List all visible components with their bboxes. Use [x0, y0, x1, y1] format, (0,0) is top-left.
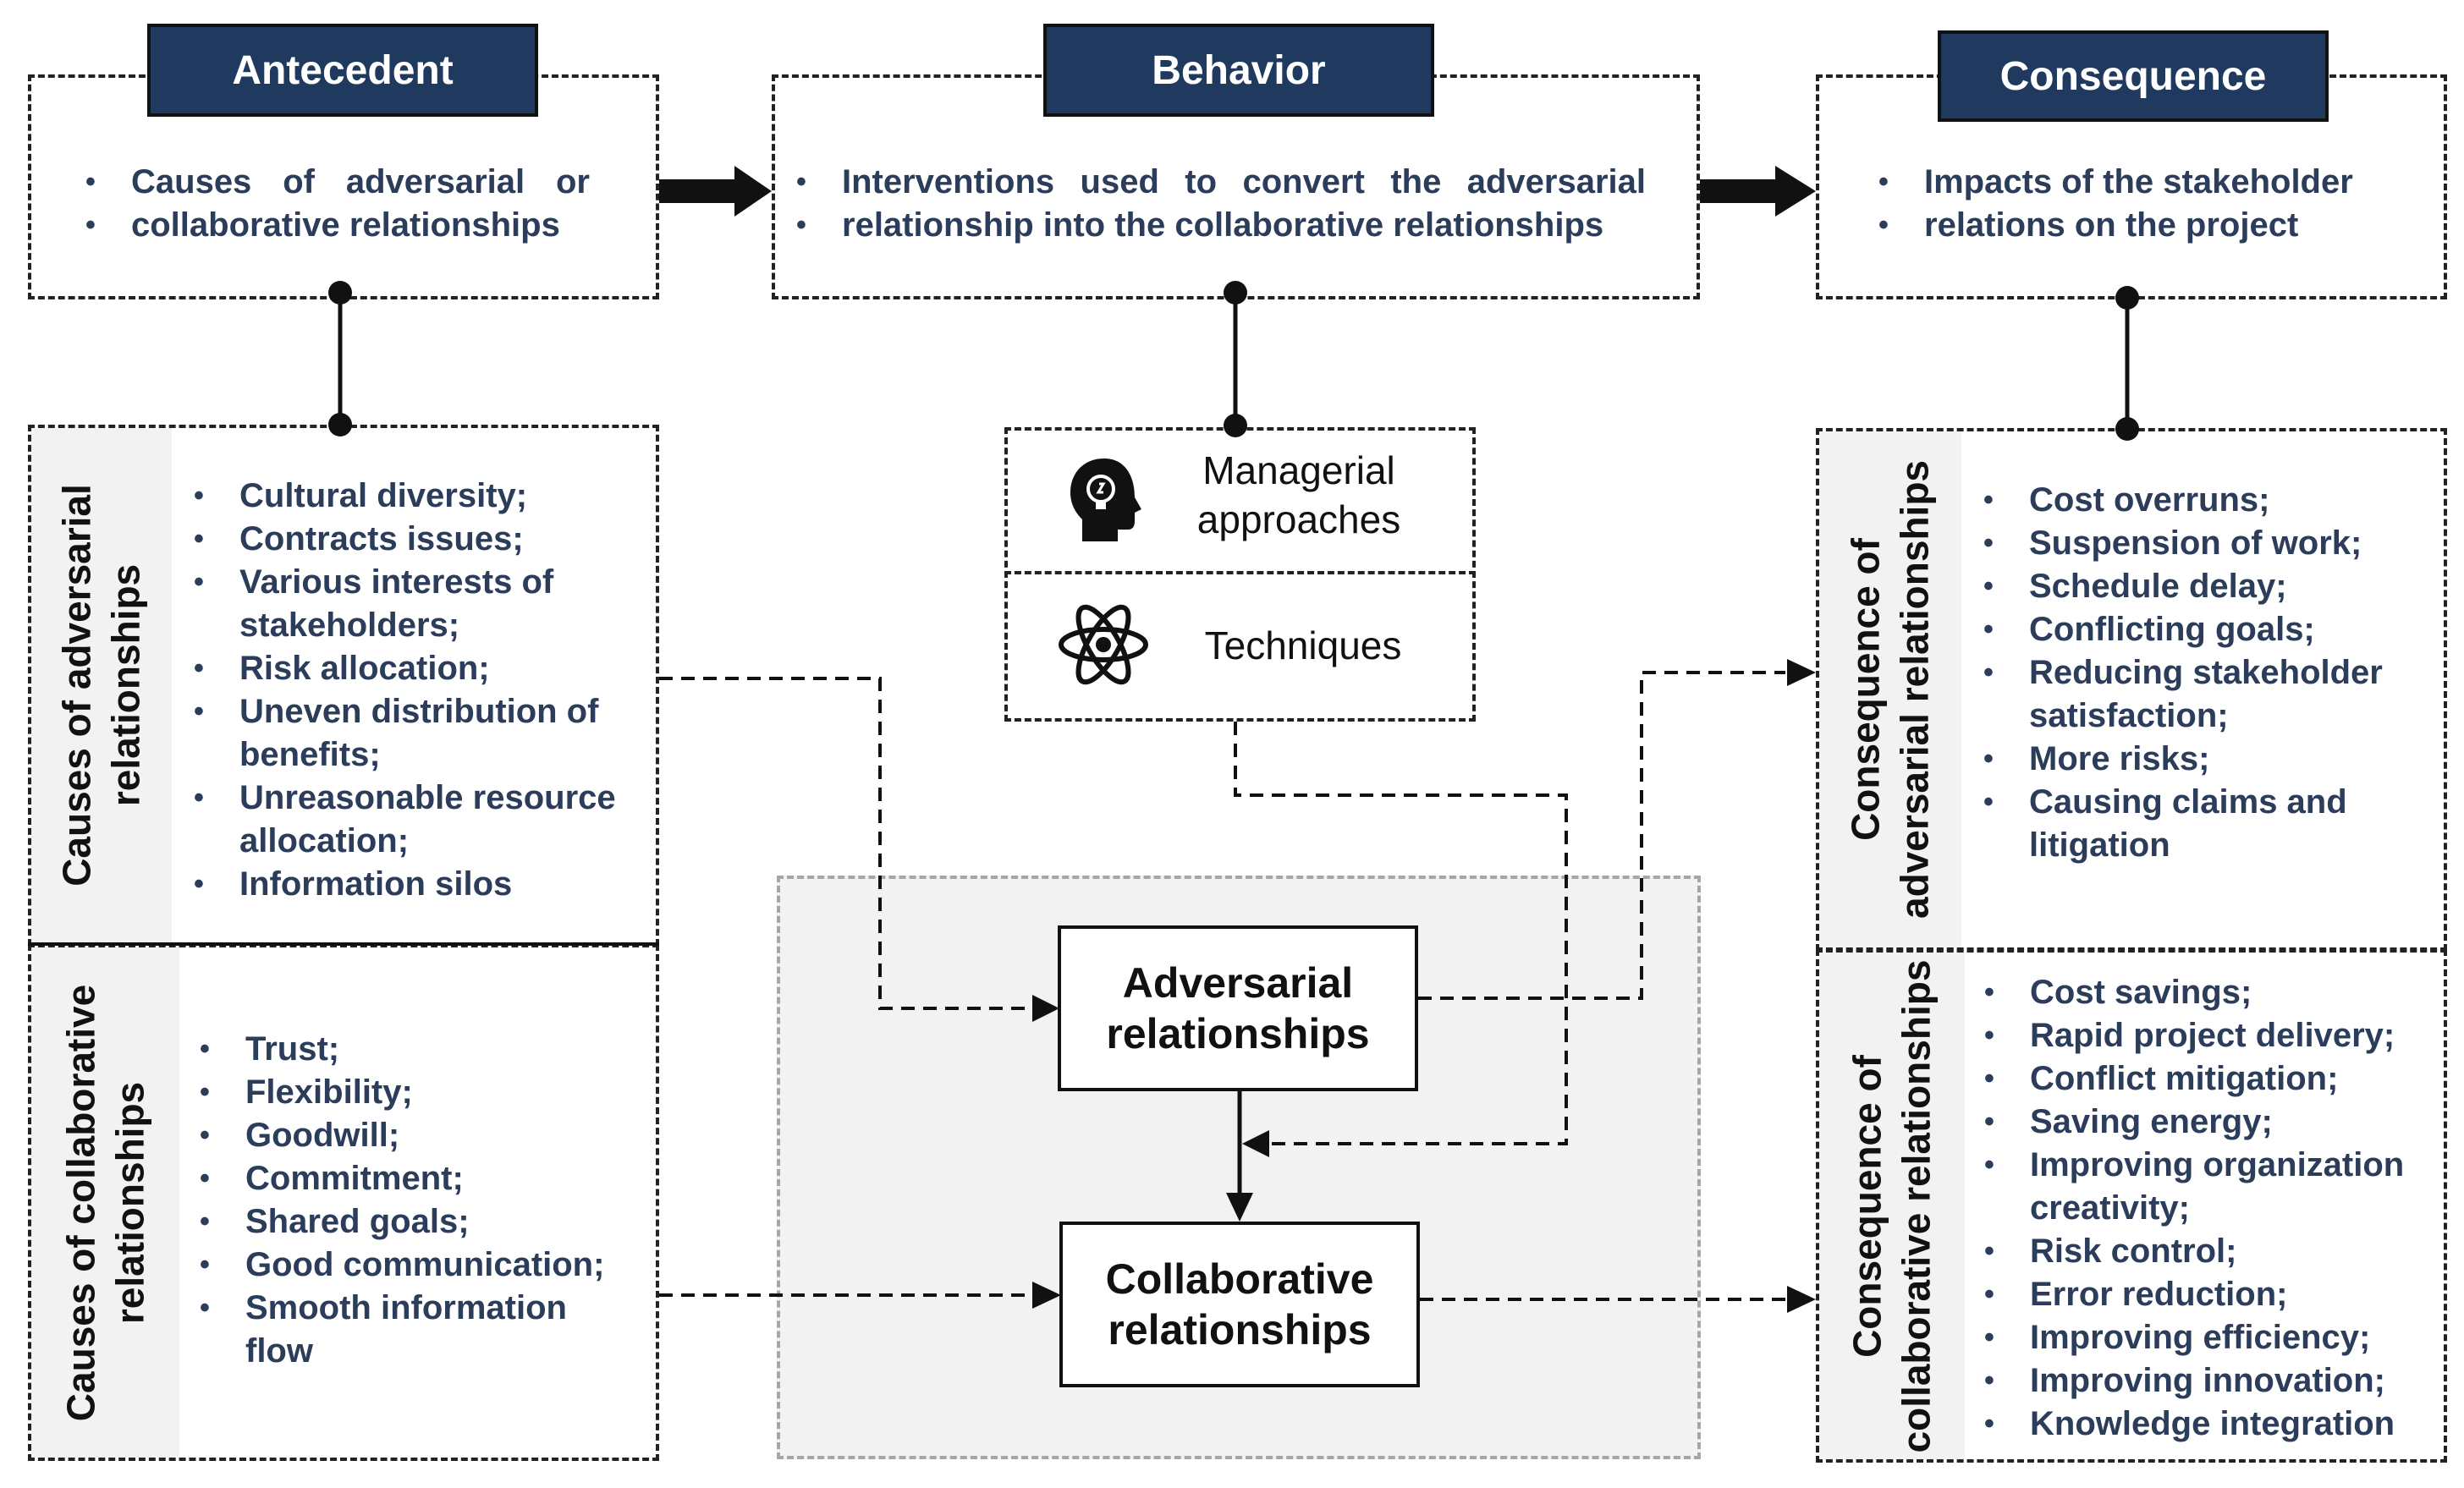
arrowhead-solid-down [1226, 1193, 1253, 1222]
consequence-header: Consequence [1938, 30, 2329, 122]
consequence-description-line: relations on the project [1875, 204, 2400, 247]
causes-adversarial-list: Cultural diversity; Contracts issues; Va… [190, 475, 647, 906]
pin-dot-consequence-bottom [2115, 417, 2139, 441]
list-item: Good communication; [196, 1244, 653, 1287]
list-item: Conflict mitigation; [1981, 1057, 2448, 1101]
list-item: Flexibility; [196, 1071, 653, 1114]
consequence-description-line: Impacts of the stakeholder [1875, 161, 2400, 204]
consequence-description: Impacts of the stakeholder relations on … [1875, 161, 2400, 247]
causes-collaborative-box [28, 944, 659, 1461]
list-item: Trust; [196, 1028, 653, 1071]
behavior-description-line: Interventions used to convert the advers… [793, 161, 1646, 204]
dashed-arrow-approaches-to-transition [1234, 722, 1568, 1145]
pin-dot-consequence-top [2115, 286, 2139, 310]
arrowhead-to-consequence-collaborative [1787, 1286, 1816, 1313]
list-item: Contracts issues; [190, 518, 647, 561]
list-item: Commitment; [196, 1157, 653, 1200]
list-item: Shared goals; [196, 1200, 653, 1244]
list-item-continuation: benefits; [239, 736, 381, 773]
list-item-continuation: litigation [2029, 826, 2170, 864]
causes-collaborative-list: Trust; Flexibility; Goodwill; Commitment… [196, 1028, 653, 1373]
list-item-continuation: creativity; [2030, 1189, 2190, 1227]
managerial-approaches-label: Managerial approaches [1196, 448, 1401, 541]
list-item: Uneven distribution of [190, 690, 647, 733]
consequence-adversarial-list: Cost overruns; Suspension of work; Sched… [1980, 479, 2437, 867]
collaborative-relationships-box: Collaborative relationships [1059, 1222, 1420, 1387]
list-item: Risk allocation; [190, 647, 647, 690]
list-item: Improving innovation; [1981, 1359, 2448, 1403]
dashed-arrow-adversarial-to-consequence [1418, 671, 1785, 1000]
pin-dot-antecedent-bottom [328, 413, 352, 437]
list-item: Various interests of [190, 561, 647, 604]
list-item: Saving energy; [1981, 1101, 2448, 1144]
atom-icon [1055, 596, 1152, 693]
list-item: Causing claims and [1980, 781, 2437, 824]
list-item: Goodwill; [196, 1114, 653, 1157]
arrowhead-to-collaborative [1032, 1282, 1061, 1309]
antecedent-description-line: collaborative relationships [82, 204, 590, 247]
list-item-continuation: stakeholders; [239, 607, 460, 644]
behavior-description: Interventions used to convert the advers… [793, 161, 1646, 247]
behavior-description-line: relationship into the collaborative rela… [793, 204, 1646, 247]
arrowhead-to-transition [1242, 1130, 1269, 1157]
list-item: Reducing stakeholder [1980, 651, 2437, 695]
list-item: Unreasonable resource [190, 777, 647, 820]
list-item-continuation: flow [245, 1332, 313, 1370]
arrowhead-to-adversarial [1032, 995, 1059, 1022]
techniques-label: Techniques [1204, 623, 1402, 667]
consequence-collaborative-sidebar: Consequence of collaborative relationshi… [1819, 953, 1965, 1459]
list-item: Cost overruns; [1980, 479, 2437, 522]
antecedent-header: Antecedent [147, 24, 538, 117]
list-item: Rapid project delivery; [1981, 1014, 2448, 1057]
list-item: Smooth information [196, 1287, 653, 1330]
flow-arrow-antecedent-behavior [659, 166, 772, 217]
approaches-divider [1004, 571, 1476, 574]
antecedent-description: Causes of adversarial or collaborative r… [82, 161, 590, 247]
list-item: Risk control; [1981, 1230, 2448, 1273]
antecedent-description-line: Causes of adversarial or [82, 161, 590, 204]
list-item: More risks; [1980, 738, 2437, 781]
list-item: Improving organization [1981, 1144, 2448, 1187]
pin-dot-behavior-bottom [1224, 414, 1247, 437]
causes-collaborative-sidebar: Causes of collaborative relationships [31, 947, 179, 1458]
list-item: Knowledge integration [1981, 1403, 2448, 1446]
flow-arrow-behavior-consequence [1700, 166, 1816, 217]
adversarial-relationships-box: Adversarial relationships [1058, 925, 1418, 1091]
pin-dot-behavior-top [1224, 281, 1247, 305]
list-item: Error reduction; [1981, 1273, 2448, 1316]
causes-divider [28, 942, 659, 946]
arrowhead-to-consequence-adversarial [1787, 659, 1816, 686]
list-item: Schedule delay; [1980, 565, 2437, 608]
list-item-continuation: allocation; [239, 822, 410, 859]
consequence-collaborative-box [1816, 949, 2447, 1463]
consequence-collaborative-list: Cost savings; Rapid project delivery; Co… [1981, 971, 2448, 1446]
consequence-adversarial-sidebar: Consequence of adversarial relationships [1819, 431, 1961, 947]
causes-adversarial-sidebar: Causes of adversarial relationships [31, 428, 172, 942]
list-item: Cultural diversity; [190, 475, 647, 518]
dashed-arrow-causes-to-adversarial [659, 677, 1034, 1010]
pin-dot-antecedent-top [328, 281, 352, 305]
list-item: Improving efficiency; [1981, 1316, 2448, 1359]
list-item: Conflicting goals; [1980, 608, 2437, 651]
list-item: Suspension of work; [1980, 522, 2437, 565]
head-lightbulb-icon [1062, 453, 1147, 546]
list-item: Information silos [190, 863, 647, 906]
list-item-continuation: satisfaction; [2029, 697, 2229, 734]
behavior-header: Behavior [1043, 24, 1434, 117]
list-item: Cost savings; [1981, 971, 2448, 1014]
